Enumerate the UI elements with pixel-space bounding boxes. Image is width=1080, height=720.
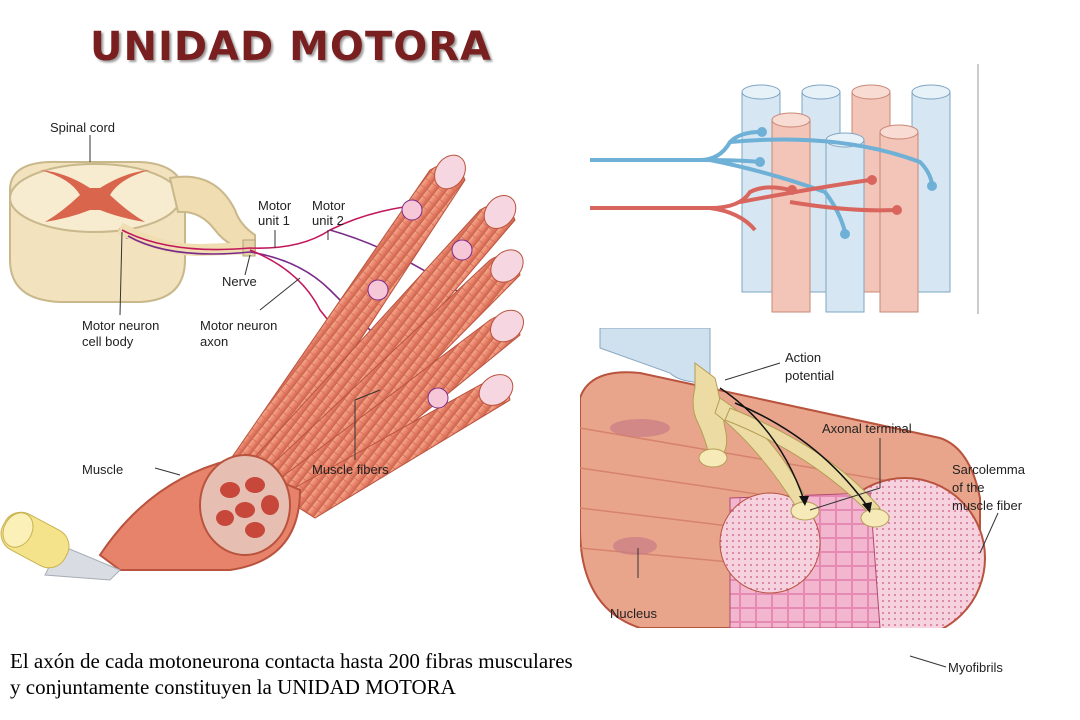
- label-sarcolemma-line3: muscle fiber: [952, 498, 1023, 513]
- label-motor-unit-2-line2: unit 2: [312, 213, 344, 228]
- muscle-fiber: [580, 371, 986, 628]
- caption: El axón de cada motoneurona contacta has…: [10, 648, 573, 700]
- caption-line-2: y conjuntamente constituyen la UNIDAD MO…: [10, 675, 456, 699]
- red-motor-neuron-axon: [590, 178, 896, 232]
- page-title: UNIDAD MOTORA: [90, 24, 492, 70]
- label-sarcolemma-line2: of the: [952, 480, 985, 495]
- label-motor-neuron-axon-line1: Motor neuron: [200, 318, 277, 333]
- motor-unit-cylinders-diagram: [590, 64, 979, 314]
- label-muscle-fibers: Muscle fibers: [312, 462, 389, 477]
- label-motor-neuron-cell-body-line2: cell body: [82, 334, 134, 349]
- label-spinal-cord: Spinal cord: [50, 120, 115, 135]
- muscle-fiber-cylinders: [741, 84, 951, 313]
- neuromuscular-junctions: [367, 199, 473, 409]
- label-axonal-terminal: Axonal terminal: [822, 421, 912, 436]
- myofibrils-label-area: Myofibrils: [909, 655, 1003, 675]
- muscle: [0, 454, 302, 581]
- label-sarcolemma-line1: Sarcolemma: [952, 462, 1026, 477]
- label-nerve: Nerve: [222, 274, 257, 289]
- label-action-potential-line1: Action: [785, 350, 821, 365]
- label-action-potential-line2: potential: [785, 368, 834, 383]
- label-nucleus: Nucleus: [610, 606, 657, 621]
- label-motor-neuron-axon-line2: axon: [200, 334, 228, 349]
- label-motor-unit-1-line2: unit 1: [258, 213, 290, 228]
- spinal-cord: [9, 160, 256, 303]
- label-motor-unit-1-line1: Motor: [258, 198, 292, 213]
- muscle-fibers: [229, 154, 524, 519]
- caption-line-1: El axón de cada motoneurona contacta has…: [10, 649, 573, 673]
- label-muscle: Muscle: [82, 462, 123, 477]
- label-motor-unit-2-line1: Motor: [312, 198, 346, 213]
- label-motor-neuron-cell-body-line1: Motor neuron: [82, 318, 159, 333]
- axonal-terminal: [599, 328, 890, 528]
- neuromuscular-junction-diagram: Action potential Axonal terminal Sarcole…: [580, 328, 1026, 628]
- label-myofibrils: Myofibrils: [948, 660, 1003, 675]
- motor-unit-diagram: Spinal cord Motor unit 1 Motor unit 2 Ne…: [0, 120, 524, 581]
